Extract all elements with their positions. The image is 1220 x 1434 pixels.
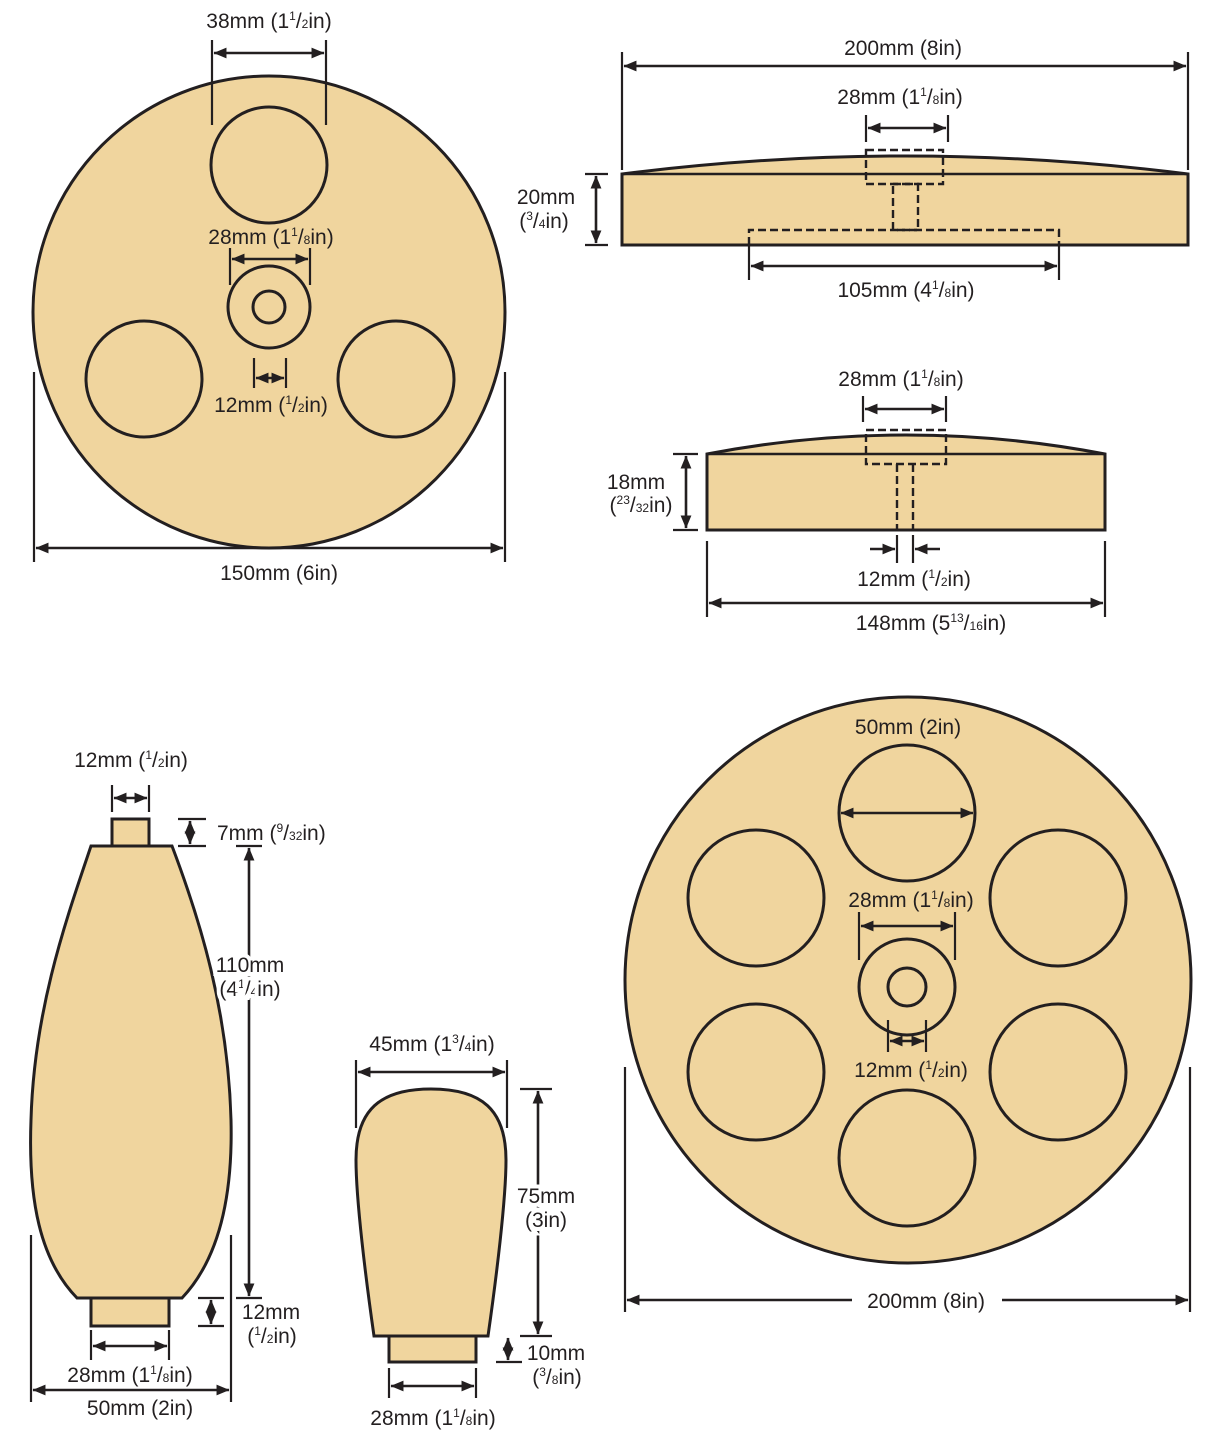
top-disc-side-view: 200mm (8in) 28mm (11/8in) 20mm (3/4in) 1…	[517, 37, 1190, 302]
label-stem-bottom-tenon-mm: 12mm	[242, 1301, 300, 1324]
small-disc-recess	[226, 264, 312, 350]
small-disc-hole-right	[336, 319, 456, 439]
label-top-disc-recess: 28mm (11/8in)	[837, 85, 962, 109]
label-stem-bottom-tenon-in: (1/2in)	[247, 1324, 297, 1348]
label-stem-bottom-tenon-width: 28mm (11/8in)	[67, 1363, 192, 1387]
large-disc-hole-bottom	[837, 1088, 977, 1228]
stem-body	[29, 844, 233, 1300]
label-stem-height-in: (41/4in)	[219, 977, 280, 1001]
small-disc-hole-top	[209, 105, 329, 225]
label-knob-tenon-in: (3/8in)	[532, 1365, 582, 1389]
large-disc-hole-top	[837, 743, 977, 883]
label-large-disc-center-hole: 12mm (1/2in)	[854, 1058, 968, 1082]
label-knob-tenon-mm: 10mm	[527, 1342, 585, 1365]
large-disc-hole-upper-right	[988, 828, 1128, 968]
label-top-disc-bottom-recess: 105mm (41/8in)	[837, 278, 974, 302]
label-small-disc-center-hole: 12mm (1/2in)	[214, 393, 328, 417]
label-base-thickness-mm: 18mm	[607, 471, 665, 494]
label-base-hole: 12mm (1/2in)	[857, 567, 971, 591]
top-disc-side-profile	[620, 154, 1190, 247]
label-stem-top-tenon-width: 12mm (1/2in)	[74, 748, 188, 772]
label-base-recess: 28mm (11/8in)	[838, 367, 963, 391]
label-large-disc-diameter: 200mm (8in)	[867, 1290, 985, 1313]
label-stem-width: 50mm (2in)	[87, 1397, 193, 1420]
label-large-disc-hole: 50mm (2in)	[855, 716, 961, 739]
label-top-disc-width: 200mm (8in)	[844, 37, 962, 60]
label-large-disc-recess: 28mm (11/8in)	[848, 888, 973, 912]
label-top-disc-thickness-in: (3/4in)	[519, 209, 569, 233]
base-side-profile	[705, 433, 1107, 532]
large-disc-view: 50mm (2in) 28mm (11/8in) 12mm (1/2in) 20…	[623, 695, 1193, 1313]
label-base-width: 148mm (513/16in)	[856, 611, 1006, 635]
stem-top-tenon	[110, 817, 151, 848]
knob-body	[354, 1087, 508, 1338]
small-disc-center-hole	[251, 289, 287, 325]
stem-view: 12mm (1/2in) 7mm (9/32in) 110mm (41/4in)…	[29, 748, 326, 1420]
knob-tenon	[387, 1334, 478, 1364]
label-knob-width: 45mm (13/4in)	[369, 1032, 494, 1056]
large-disc-hole-lower-left	[686, 1002, 826, 1142]
top-disc-bottom-recess-hidden	[747, 228, 1061, 245]
top-disc-recess-hidden	[864, 148, 945, 186]
label-knob-height-in: (3in)	[525, 1209, 567, 1232]
label-top-disc-thickness-mm: 20mm	[517, 186, 575, 209]
large-disc-hole-upper-left	[686, 828, 826, 968]
stem-bottom-tenon	[89, 1296, 171, 1328]
label-stem-height-mm: 110mm	[216, 954, 284, 977]
knob-view: 45mm (13/4in) 75mm (3in) 10mm (3/8in) 28…	[354, 1032, 585, 1430]
label-base-thickness-in: (23/32in)	[610, 493, 673, 517]
label-small-disc-hole: 38mm (11/2in)	[206, 9, 331, 33]
small-disc-view: 38mm (11/2in) 28mm (11/8in) 12mm (1/2in)…	[31, 9, 507, 585]
base-side-view: 28mm (11/8in) 18mm (23/32in) 12mm (1/2in…	[607, 367, 1107, 635]
large-disc-center-hole	[886, 966, 928, 1008]
large-disc-recess	[857, 937, 957, 1037]
label-knob-height-mm: 75mm	[517, 1185, 575, 1208]
large-disc-hole-lower-right	[988, 1002, 1128, 1142]
small-disc	[31, 74, 507, 550]
label-small-disc-recess: 28mm (11/8in)	[208, 225, 333, 249]
small-disc-hole-left	[84, 319, 204, 439]
label-small-disc-diameter: 150mm (6in)	[220, 562, 338, 585]
label-stem-top-tenon-height: 7mm (9/32in)	[217, 821, 326, 845]
top-disc-bore-hidden	[891, 182, 920, 232]
large-disc	[623, 695, 1193, 1265]
label-knob-tenon-width: 28mm (11/8in)	[370, 1406, 495, 1430]
base-recess-hidden	[864, 428, 948, 466]
